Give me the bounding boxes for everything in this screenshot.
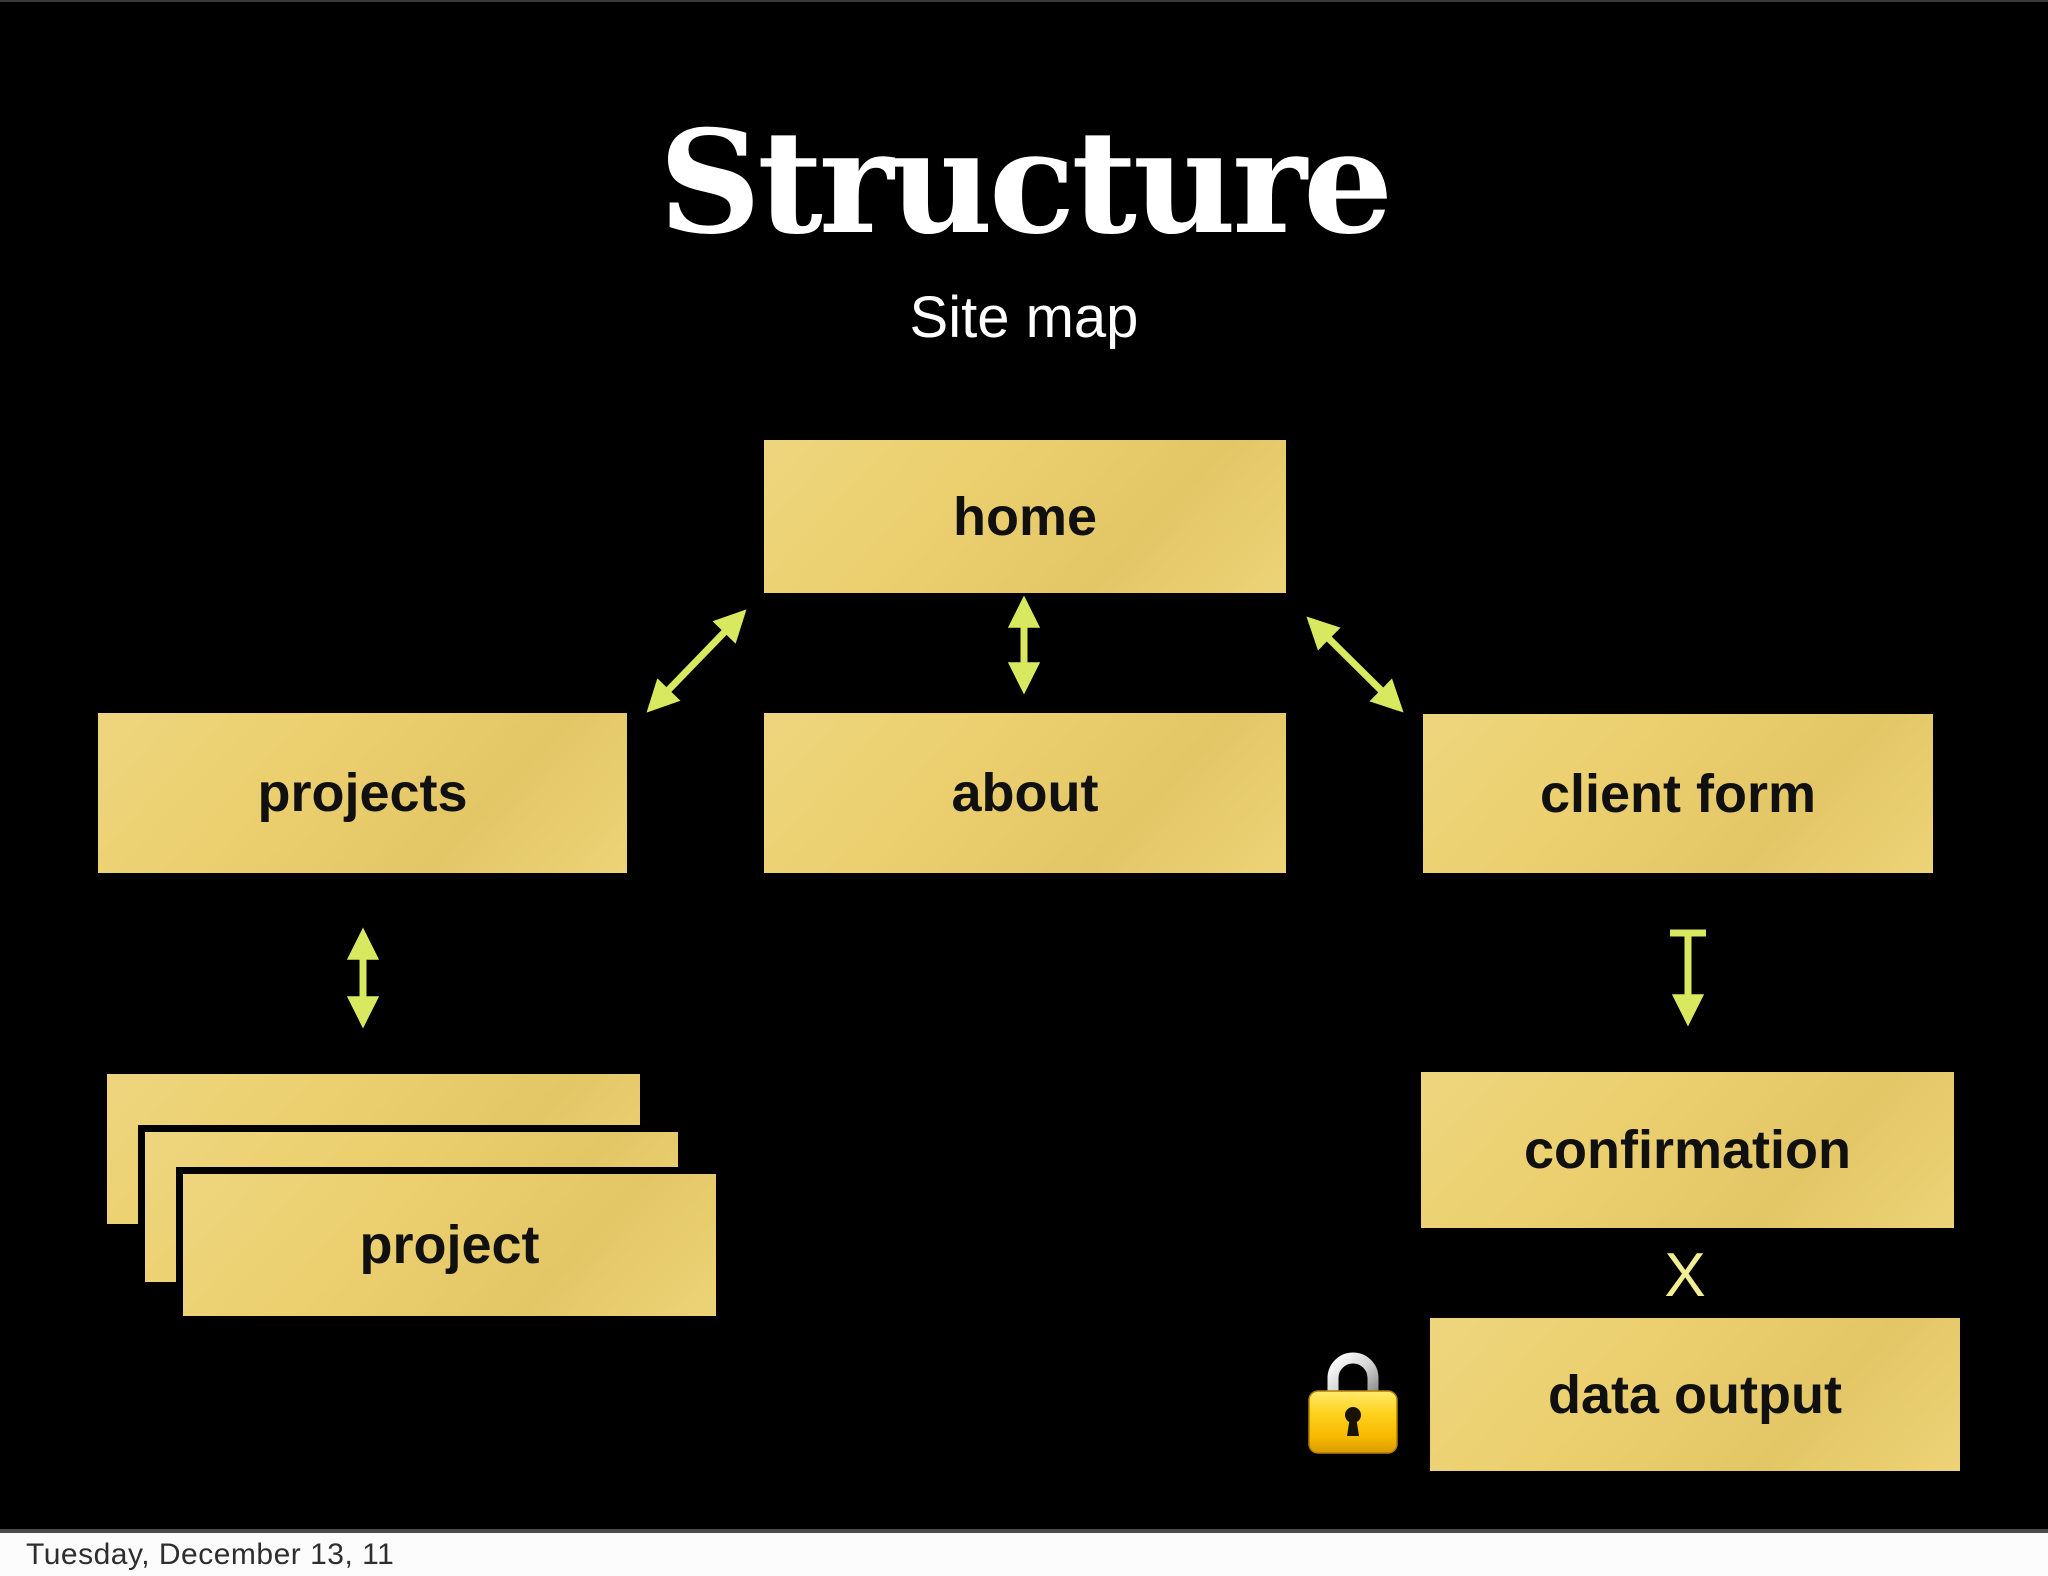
node-project-label: project [359,1215,540,1275]
node-client-form-label: client form [1539,763,1817,824]
slide-subtitle: Site map [909,285,1139,350]
lock-icon [1308,1352,1398,1454]
node-about-label: about [951,763,1099,823]
slide-title: Structure [658,100,1394,266]
blocked-connection-x: X [1664,1240,1706,1310]
node-data-output-label: data output [1548,1364,1842,1425]
node-home: home [764,440,1286,593]
node-client-form: client form [1423,714,1933,873]
node-data-output: data output [1430,1318,1960,1471]
node-project: project [183,1174,716,1316]
node-projects: projects [98,713,627,873]
node-home-label: home [952,486,1098,547]
arrow-home-client-form [1306,616,1404,713]
footer-bar: Tuesday, December 13, 11 [0,1533,2048,1576]
slide-stage: Structure Site map [0,0,2048,1529]
node-confirmation: confirmation [1421,1072,1954,1228]
arrow-client-form-confirmation [1670,929,1706,1027]
node-projects-label: projects [257,763,468,823]
footer-date: Tuesday, December 13, 11 [26,1537,395,1571]
arrow-home-projects [646,609,747,713]
node-about: about [764,713,1286,873]
slide-bottom-divider [0,1529,2048,1533]
node-confirmation-label: confirmation [1523,1120,1851,1180]
